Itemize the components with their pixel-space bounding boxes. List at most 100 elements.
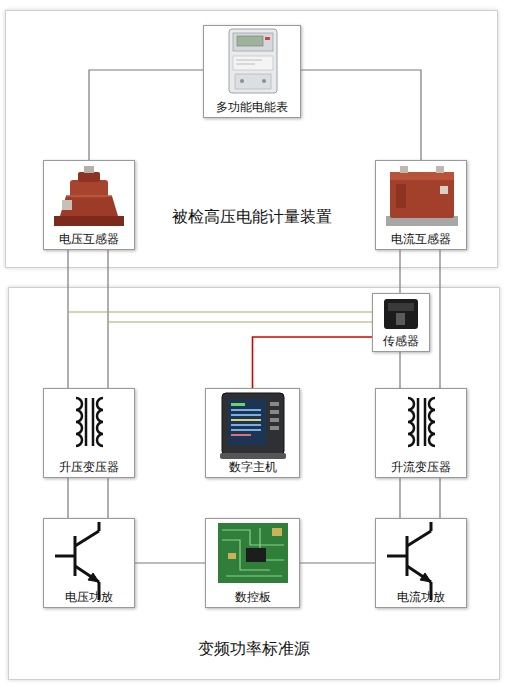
wire-connector [300,562,375,563]
box-label: 多功能电能表 [204,100,300,114]
transistor-symbol [430,522,433,531]
transistor-symbol [55,555,75,558]
transistor-symbol [75,566,99,582]
digital-host-illustration [231,414,261,416]
box-label: 电压功放 [44,590,134,604]
circuit-board-illustration [218,523,288,583]
transformer-box: 电压互感器 [43,160,135,250]
transistor-symbol [407,531,431,546]
meter-illustration [262,79,266,83]
meter-illustration [237,36,263,46]
digital-host-illustration [270,410,279,414]
transistor-symbol [387,555,407,558]
transformer-symbol [429,398,435,446]
wire-connector [400,478,440,518]
box-label: 电流功放 [376,590,466,604]
current-transformer-illustration [386,216,458,226]
box-label: 电流互感器 [376,232,466,246]
transistor-symbol [98,582,101,600]
transformer-box: 升流变压器 [375,388,467,478]
circuit-board-illustration [272,528,282,536]
meter-illustration [240,79,244,83]
current-transformer-illustration [390,172,454,180]
group-band: 被检高压电能计量装置多功能电能表电压互感器电流互感器 [5,10,498,268]
transistor-symbol [407,566,431,582]
meter-illustration [229,29,277,93]
digital-host-illustration [220,393,286,459]
voltage-transformer-illustration [54,216,124,226]
current-transformer-illustration [440,186,448,194]
voltage-transformer-illustration [66,195,112,197]
meter-illustration [236,64,255,65]
transformer-symbol [92,398,95,446]
meter-box: 多功能电能表 [203,25,301,118]
transistor-symbol [406,536,409,576]
amplifier-box: 电流功放 [375,518,467,608]
voltage-transformer-illustration [60,196,118,216]
box-label: 传感器 [373,334,429,348]
box-label: 电压互感器 [44,232,134,246]
sensor-illustration [388,303,414,311]
transformer-symbol [76,398,82,446]
transistor-symbol [420,573,431,582]
transformer-symbol [85,398,88,446]
wire-connector [89,70,203,160]
voltage-transformer-illustration [70,180,108,198]
meter-illustration [233,56,273,70]
wire-connector [68,250,108,388]
box-label: 升压变压器 [44,460,134,474]
transistor-symbol [74,536,77,576]
current-transformer-illustration [386,166,458,226]
wire-connector [301,70,421,160]
wire-connector [68,312,372,322]
group-band: 变频功率标准源 传感器升压变压器 数字主机升流变压器电压功放 数控板 电流功放 [8,287,500,680]
transistor-symbol [88,573,99,582]
transformer-symbol [97,398,103,446]
circuit-board-illustration [228,553,236,559]
group-title: 变频功率标准源 [9,639,499,660]
transformer-symbol [408,398,435,446]
transformer-symbol [408,398,414,446]
digital-host-illustration [220,453,286,459]
circuit-board-illustration [222,528,284,576]
digital-host-illustration [228,399,266,445]
meter-illustration [235,74,271,89]
meter-illustration [229,29,277,93]
transformer-symbol [424,398,427,446]
transformer-box: 升压变压器 [43,388,135,478]
sensor-illustration [384,299,418,329]
transformer-symbol [76,398,103,446]
wire-connector [439,250,440,388]
sensor-illustration [384,299,418,329]
wire-connector [253,337,373,388]
circuit-board-illustration [218,523,288,583]
box-label: 数控板 [206,590,299,604]
host-box: 数字主机 [205,388,300,478]
digital-host-illustration [231,434,251,436]
transistor-symbol [98,522,101,531]
transistor-symbol [387,522,431,600]
meter-illustration [233,33,273,51]
digital-host-illustration [222,393,284,455]
voltage-transformer-illustration [78,172,100,182]
wire-connector [399,352,400,388]
current-transformer-illustration [400,166,408,173]
digital-host-illustration [270,418,279,422]
current-transformer-illustration [396,184,406,208]
wire-connector [399,250,400,293]
voltage-transformer-illustration [62,200,72,210]
wire-connector [68,478,108,518]
circuit-board-illustration [246,548,266,562]
digital-host-illustration [231,419,261,421]
transformer-box: 电流互感器 [375,160,467,250]
digital-host-illustration [231,429,261,431]
digital-host-illustration [231,424,261,426]
sensor-box: 传感器 [372,293,430,352]
current-transformer-illustration [390,172,454,218]
digital-host-illustration [270,402,279,406]
meter-illustration [265,37,270,40]
board-box: 数控板 [205,518,300,608]
box-label: 升流变压器 [376,460,466,474]
